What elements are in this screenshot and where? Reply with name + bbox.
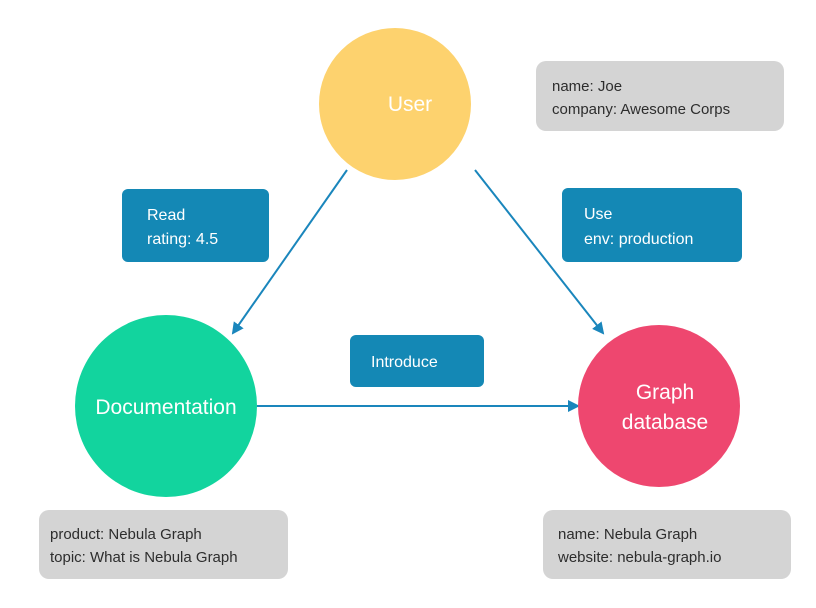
edge-use-label-line2: env: production <box>584 231 693 248</box>
edge-introduce-label-bg <box>350 335 484 387</box>
node-graph-database[interactable]: Graph database <box>578 325 740 487</box>
user-property-name: name: Joe <box>552 78 622 95</box>
edge-use-label-bg <box>562 188 742 262</box>
node-documentation-circle <box>75 315 257 497</box>
documentation-properties-bg <box>39 510 288 579</box>
edge-introduce-label-line1: Introduce <box>371 354 438 371</box>
graph-database-property-name: name: Nebula Graph <box>558 526 697 543</box>
graph-database-properties-box: name: Nebula Graph website: nebula-graph… <box>543 510 791 579</box>
documentation-property-product: product: Nebula Graph <box>50 526 202 543</box>
edge-read-label-bg <box>122 189 269 262</box>
user-properties-bg <box>536 61 784 131</box>
edge-read-arrow <box>231 169 348 335</box>
node-graph-database-circle <box>578 325 740 487</box>
graph-database-property-website: website: nebula-graph.io <box>557 549 721 566</box>
graph-database-properties-bg <box>543 510 791 579</box>
node-user-label: User <box>388 93 432 116</box>
node-graph-database-label-line2: database <box>622 411 708 434</box>
edge-use-label-line1: Use <box>584 206 613 223</box>
node-user[interactable]: User <box>319 28 471 180</box>
node-user-circle <box>319 28 471 180</box>
edge-use-label-box: Use env: production <box>562 188 742 262</box>
node-graph-database-label-line1: Graph <box>636 381 694 404</box>
edge-read-label-box: Read rating: 4.5 <box>122 189 269 262</box>
node-documentation-label: Documentation <box>95 396 236 419</box>
node-documentation[interactable]: Documentation <box>75 315 257 497</box>
edge-use-arrow <box>474 169 605 335</box>
edge-introduce-label-box: Introduce <box>350 335 484 387</box>
user-properties-box: name: Joe company: Awesome Corps <box>536 61 784 131</box>
user-property-company: company: Awesome Corps <box>552 101 730 118</box>
documentation-property-topic: topic: What is Nebula Graph <box>50 549 238 566</box>
edge-read-label-line1: Read <box>147 207 185 224</box>
documentation-properties-box: product: Nebula Graph topic: What is Neb… <box>39 510 288 579</box>
edge-read-label-line2: rating: 4.5 <box>147 231 218 248</box>
